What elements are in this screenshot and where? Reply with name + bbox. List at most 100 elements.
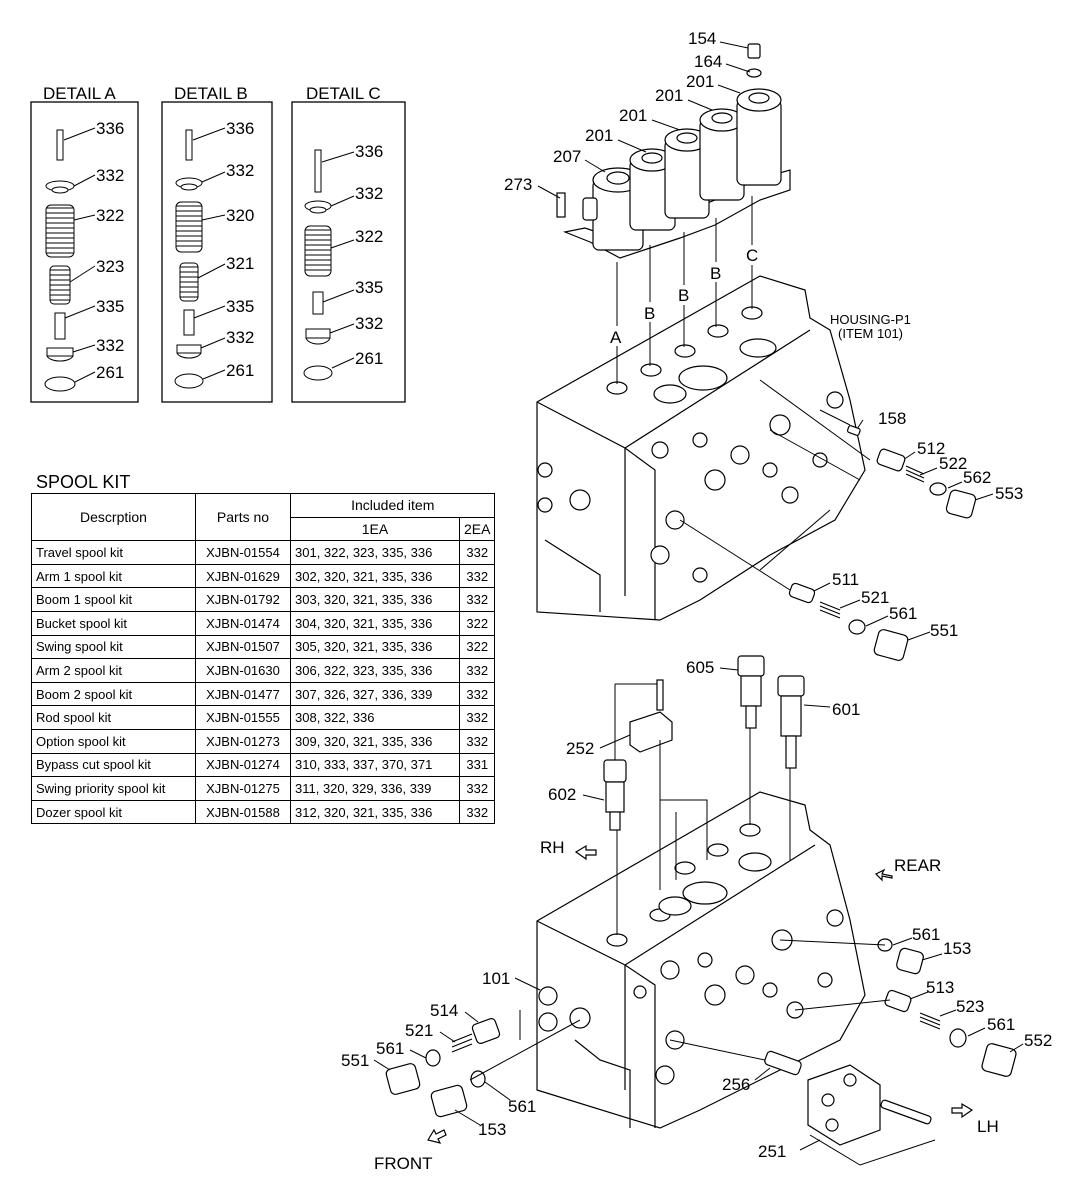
callout-201-b: 201 [655, 86, 683, 105]
callout-153-lower-right: 153 [943, 939, 971, 958]
detail-ref-b-2: B [678, 286, 689, 305]
callout-251: 251 [758, 1142, 786, 1161]
kit-2ea: 322 [458, 634, 496, 660]
kit-parts-no: XJBN-01274 [195, 752, 291, 778]
callout-553: 553 [995, 484, 1023, 503]
callout-252: 252 [566, 739, 594, 758]
kit-description: Bypass cut spool kit [31, 752, 196, 778]
detail-c-label-2: 332 [355, 184, 383, 203]
detail-b-label-2: 332 [226, 161, 254, 180]
detail-b-label-3: 320 [226, 206, 254, 225]
detail-ref-b-1: B [644, 304, 655, 323]
kit-parts-no: XJBN-01477 [195, 681, 291, 707]
detail-b-label-5: 335 [226, 297, 254, 316]
direction-rear: REAR [894, 856, 941, 875]
housing-label-line-1: HOUSING-P1 [830, 312, 911, 327]
callout-101: 101 [482, 969, 510, 988]
callout-201-a: 201 [686, 72, 714, 91]
header-1ea: 1EA [290, 516, 460, 542]
detail-c-label-6: 261 [355, 349, 383, 368]
kit-2ea: 322 [458, 610, 496, 636]
callout-561-lower-right: 561 [987, 1015, 1015, 1034]
arrow-rh-icon [574, 844, 597, 861]
kit-parts-no: XJBN-01630 [195, 658, 291, 683]
detail-c-label-5: 332 [355, 314, 383, 333]
detail-b-label-4: 321 [226, 254, 254, 273]
callout-605: 605 [686, 658, 714, 677]
direction-lh: LH [977, 1117, 999, 1136]
kit-2ea: 331 [458, 752, 496, 778]
kit-1ea: 303, 320, 321, 335, 336 [290, 587, 460, 612]
callout-522: 522 [939, 454, 967, 473]
callout-561-upper: 561 [889, 604, 917, 623]
upper-solenoid-covers [556, 43, 791, 259]
callout-512: 512 [917, 439, 945, 458]
detail-ref-b-3: B [710, 264, 721, 283]
callout-552: 552 [1024, 1031, 1052, 1050]
kit-description: Arm 1 spool kit [31, 563, 196, 589]
callout-562: 562 [963, 468, 991, 487]
detail-a-label-4: 323 [96, 257, 124, 276]
detail-c-label-1: 336 [355, 142, 383, 161]
header-included-item: Included item [289, 493, 496, 518]
detail-b-label-1: 336 [226, 119, 254, 138]
lower-valve-block [536, 791, 866, 1129]
callout-158: 158 [878, 409, 906, 428]
direction-front: FRONT [374, 1154, 433, 1173]
kit-parts-no: XJBN-01474 [195, 610, 291, 636]
housing-label-line-2: (ITEM 101) [838, 326, 903, 341]
kit-1ea: 304, 320, 321, 335, 336 [290, 610, 460, 636]
spool-kit-title: SPOOL KIT [36, 472, 131, 492]
kit-1ea: 306, 322, 323, 335, 336 [290, 658, 460, 683]
detail-ref-c: C [746, 246, 758, 265]
kit-1ea: 307, 326, 327, 336, 339 [290, 681, 460, 707]
kit-parts-no: XJBN-01554 [195, 540, 291, 565]
kit-description: Swing priority spool kit [31, 776, 196, 801]
callout-511: 511 [832, 570, 859, 589]
arrow-lh-icon [951, 1102, 974, 1119]
detail-a-label-7: 261 [96, 363, 124, 382]
kit-1ea: 309, 320, 321, 335, 336 [290, 728, 460, 754]
detail-b-panel: DETAIL B 336 332 320 321 335 332 [161, 84, 273, 403]
callout-153-lower-left: 153 [478, 1120, 506, 1139]
kit-description: Boom 2 spool kit [31, 681, 196, 707]
callout-551-upper: 551 [930, 621, 958, 640]
kit-description: Option spool kit [31, 728, 196, 754]
detail-b-label-7: 261 [226, 361, 254, 380]
kit-description: Arm 2 spool kit [31, 658, 196, 683]
kit-1ea: 301, 322, 323, 335, 336 [290, 540, 460, 565]
callout-601: 601 [832, 700, 860, 719]
kit-2ea: 332 [458, 658, 496, 683]
detail-a-label-1: 336 [96, 119, 124, 138]
kit-description: Bucket spool kit [31, 610, 196, 636]
kit-1ea: 302, 320, 321, 335, 336 [290, 563, 460, 589]
detail-c-title: DETAIL C [306, 84, 381, 103]
callout-201-c: 201 [619, 106, 647, 125]
detail-a-panel: DETAIL A 336 332 322 3 [30, 84, 139, 403]
kit-2ea: 332 [458, 540, 496, 565]
header-description: Descrption [31, 492, 196, 542]
upper-reference-lines [537, 41, 994, 641]
detail-c-panel: DETAIL C 336 332 322 335 332 261 [291, 84, 406, 403]
callout-602: 602 [548, 785, 576, 804]
callout-154: 154 [688, 29, 716, 48]
callout-273: 273 [504, 175, 532, 194]
callout-256: 256 [722, 1075, 750, 1094]
detail-a-label-5: 335 [96, 297, 124, 316]
callout-551-lower: 551 [341, 1051, 369, 1070]
kit-2ea: 332 [458, 799, 496, 825]
lower-labels: 605 601 252 602 RH REAR 101 514 521 561 … [341, 658, 1052, 1173]
kit-parts-no: XJBN-01792 [195, 587, 291, 612]
callout-521-lower: 521 [405, 1021, 433, 1040]
